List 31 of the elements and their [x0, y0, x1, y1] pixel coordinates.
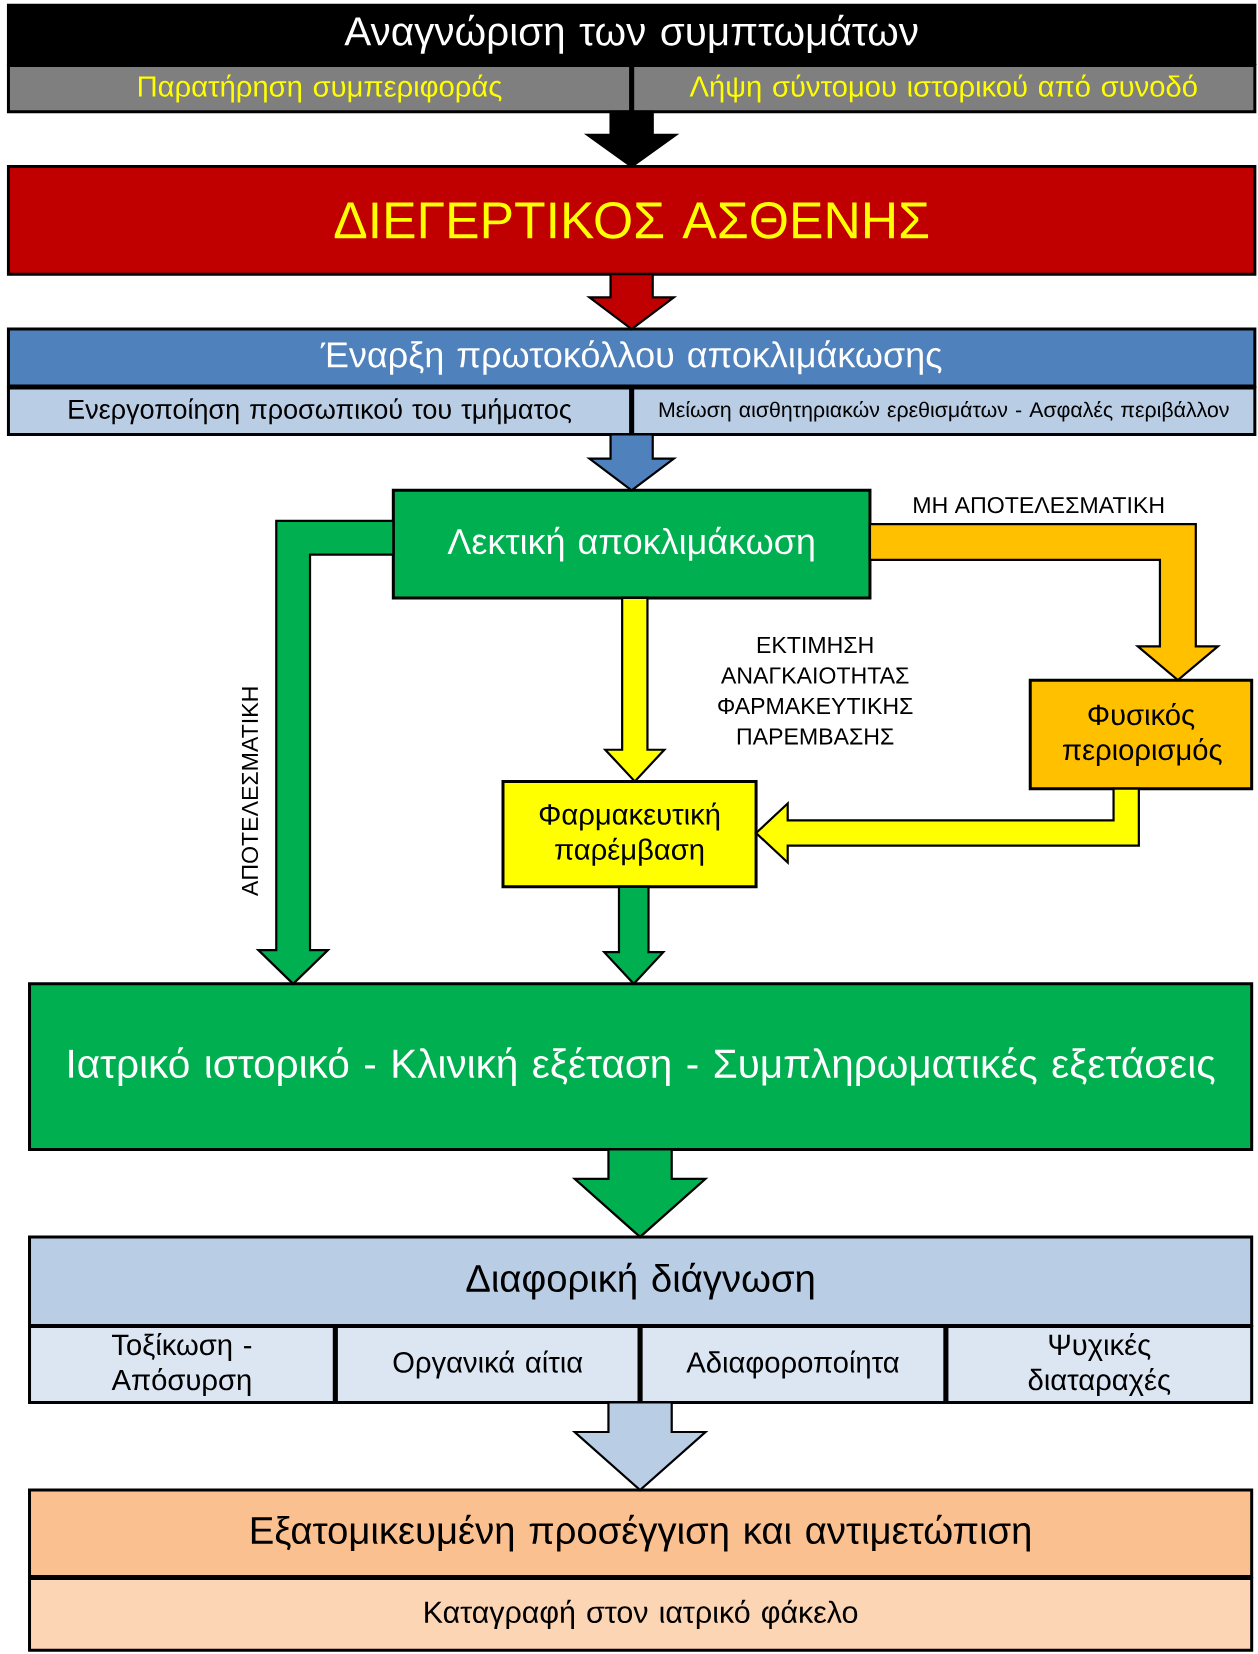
approach-bar: Εξατομικευμένη προσέγγιση και αντιμετώπιση [28, 1488, 1254, 1578]
block-arrow [868, 523, 1221, 682]
category-box: Ψυχικές διαταραχές [945, 1325, 1254, 1404]
subheading-box: Λήψη σύντομου ιστορικού από συνοδό [631, 63, 1257, 114]
block-arrow [754, 787, 1140, 866]
block-arrow [255, 519, 395, 986]
category-box: Αδιαφοροποίητα [639, 1325, 947, 1404]
edge-label: ΕΚΤΙΜΗΣΗ ΑΝΑΓΚΑΙΟΤΗΤΑΣ ΦΑΡΜΑΚΕΥΤΙΚΗΣ ΠΑΡΕΜΒΑΣΗΣ [718, 637, 913, 745]
block-arrow [586, 433, 678, 492]
block-arrow [586, 273, 678, 331]
protocol-bar: Έναρξη πρωτοκόλλου αποκλιμάκωσης [6, 327, 1257, 388]
category-box: Τοξίκωση - Απόσυρση [28, 1325, 336, 1404]
edge-label: ΑΠΟΤΕΛΕΣΜΑΤΙΚΗ [241, 687, 259, 896]
alert-banner: ΔΙΕΓΕΡΤΙΚΟΣ ΑΣΘΕΝΗΣ [6, 165, 1257, 276]
block-arrow [601, 885, 666, 986]
step-box: Μείωση αισθητηριακών ερεθισμάτων - Ασφαλές περιβάλλον [631, 386, 1257, 436]
process-box: Ιατρικό ιστορικό - Κλινική εξέταση - Συμπληρωματικές εξετάσεις [28, 982, 1254, 1151]
process-box: Φυσικός περιορισμός [1028, 678, 1254, 791]
process-box: Λεκτική αποκλιμάκωση [391, 488, 872, 600]
block-arrow [571, 1148, 709, 1239]
diagnosis-bar: Διαφορική διάγνωση [28, 1235, 1254, 1327]
step-box: Ενεργοποίηση προσωπικού του τμήματος [6, 386, 633, 436]
edge-label: ΜΗ ΑΠΟΤΕΛΕΣΜΑΤΙΚΗ [914, 496, 1164, 514]
record-bar: Καταγραφή στον ιατρικό φάκελο [28, 1577, 1254, 1652]
heading-bar: Αναγνώριση των συμπτωμάτων [6, 3, 1257, 65]
block-arrow [571, 1401, 709, 1492]
process-box: Φαρμακευτική παρέμβαση [501, 779, 758, 889]
category-box: Οργανικά αίτια [334, 1325, 641, 1404]
block-arrow [602, 596, 667, 783]
block-arrow [583, 110, 680, 168]
subheading-box: Παρατήρηση συμπεριφοράς [6, 63, 633, 114]
